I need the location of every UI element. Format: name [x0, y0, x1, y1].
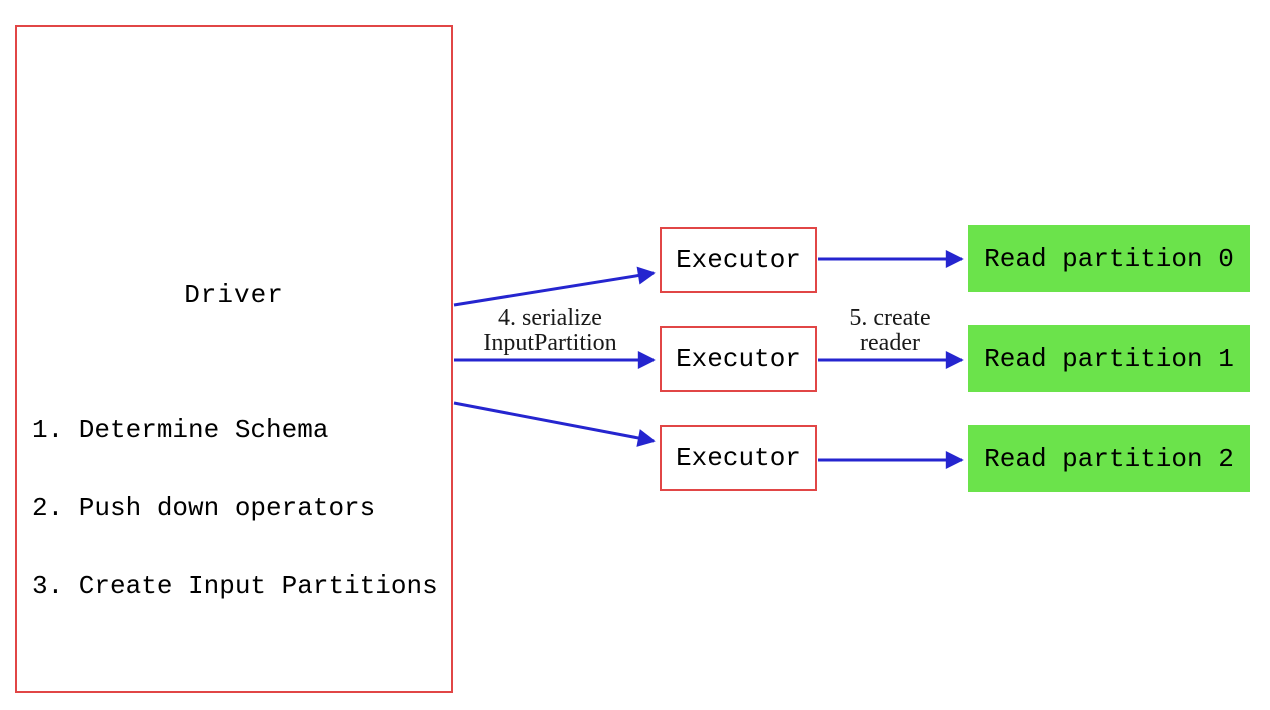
executor-label-1: Executor	[676, 344, 801, 374]
driver-step-3: 3. Create Input Partitions	[32, 571, 438, 601]
driver-title: Driver	[184, 280, 284, 310]
executor-box-2: Executor	[660, 425, 817, 491]
driver-step-1: 1. Determine Schema	[32, 415, 329, 445]
partition-box-2: Read partition 2	[968, 425, 1250, 492]
executor-box-1: Executor	[660, 326, 817, 392]
partition-label-2: Read partition 2	[984, 443, 1234, 474]
partition-box-1: Read partition 1	[968, 325, 1250, 392]
executor-label-0: Executor	[676, 245, 801, 275]
annotation-serialize-input-partition: 4. serialize InputPartition	[483, 305, 617, 356]
driver-box: Driver 1. Determine Schema 2. Push down …	[15, 25, 453, 693]
partition-box-0: Read partition 0	[968, 225, 1250, 292]
executor-box-0: Executor	[660, 227, 817, 293]
driver-steps: 1. Determine Schema 2. Push down operato…	[32, 365, 438, 651]
arrow-driver-to-executor-0	[453, 266, 656, 307]
partition-label-0: Read partition 0	[984, 243, 1234, 274]
arrow-driver-to-executor-2	[453, 401, 656, 447]
partition-label-1: Read partition 1	[984, 343, 1234, 374]
annotation-create-reader: 5. create reader	[849, 305, 931, 356]
driver-step-2: 2. Push down operators	[32, 493, 376, 523]
executor-label-2: Executor	[676, 443, 801, 473]
